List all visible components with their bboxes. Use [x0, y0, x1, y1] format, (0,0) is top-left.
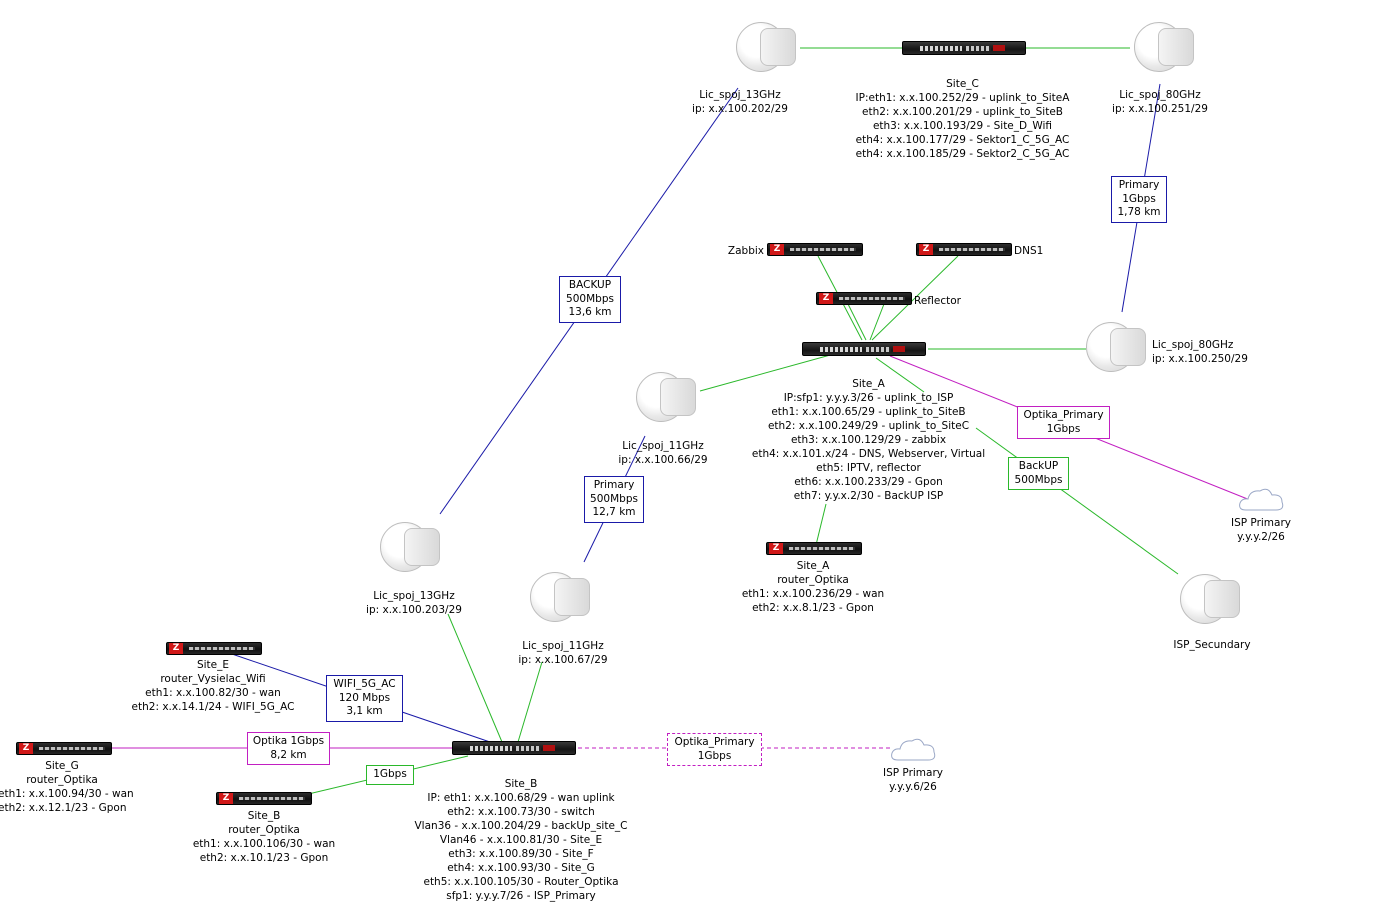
radio-antenna-icon[interactable] [1086, 322, 1148, 372]
isp-secundary-label: ISP_Secundary [1173, 639, 1251, 651]
site-a-optika-label: Site_A router_Optika eth1: x.x.100.236/2… [741, 560, 885, 614]
radio-antenna-icon[interactable] [736, 22, 798, 72]
site-b-label: Site_B IP: eth1: x.x.100.68/29 - wan upl… [414, 778, 628, 902]
z-logo-icon: Z [819, 293, 833, 304]
link-site-b-11ghz [517, 661, 543, 743]
site-b-switch[interactable] [452, 741, 576, 755]
zabbix-label: Zabbix [727, 245, 764, 257]
cloud-icon[interactable] [1238, 486, 1286, 512]
site-g-label: Site_G router_Optika eth1: x.x.100.94/30… [0, 760, 134, 814]
zabbix-server[interactable]: Z [767, 243, 863, 256]
site-b-optika-router[interactable]: Z [216, 792, 312, 805]
link-reflector-1 [847, 303, 867, 341]
z-logo-icon: Z [19, 743, 33, 754]
site-b-1gbps-link-label: 1Gbps [366, 765, 414, 785]
site-g-router[interactable]: Z [16, 742, 112, 755]
site-c-label: Site_C IP:eth1: x.x.100.252/29 - uplink_… [855, 78, 1070, 160]
radio-antenna-icon[interactable] [380, 522, 442, 572]
link-dns1 [871, 255, 959, 341]
z-logo-icon: Z [769, 543, 783, 554]
site-c-switch[interactable] [902, 41, 1026, 55]
radio-antenna-icon[interactable] [636, 372, 698, 422]
link-site-b-13ghz [447, 613, 503, 743]
link-backup-isp-2 [975, 427, 1179, 575]
link-reflector-2 [869, 303, 885, 341]
site-a-optika-router[interactable]: Z [766, 542, 862, 555]
radio-antenna-icon[interactable] [1180, 574, 1242, 624]
radio-antenna-icon[interactable] [530, 572, 592, 622]
cloud-icon[interactable] [890, 736, 938, 762]
link-site-a-11ghz [699, 348, 853, 392]
dns1-server[interactable]: Z [916, 243, 1012, 256]
link-backup-isp [875, 357, 925, 393]
site-a-label: Site_A IP:sfp1: y.y.y.3/26 - uplink_to_I… [751, 378, 986, 502]
link-site-a-optika [815, 503, 827, 546]
radio-antenna-icon[interactable] [1134, 22, 1196, 72]
site-e-label: Site_E router_Vysielac_Wifi eth1: x.x.10… [131, 659, 295, 713]
dns1-label: DNS1 [1014, 245, 1044, 257]
reflector-server[interactable]: Z [816, 292, 912, 305]
reflector-label: Reflector [914, 295, 961, 307]
site-a-switch[interactable] [802, 342, 926, 356]
z-logo-icon: Z [219, 793, 233, 804]
site-e-router[interactable]: Z [166, 642, 262, 655]
z-logo-icon: Z [919, 244, 933, 255]
site-b-optika-label: Site_B router_Optika eth1: x.x.100.106/3… [192, 810, 336, 864]
z-logo-icon: Z [770, 244, 784, 255]
z-logo-icon: Z [169, 643, 183, 654]
